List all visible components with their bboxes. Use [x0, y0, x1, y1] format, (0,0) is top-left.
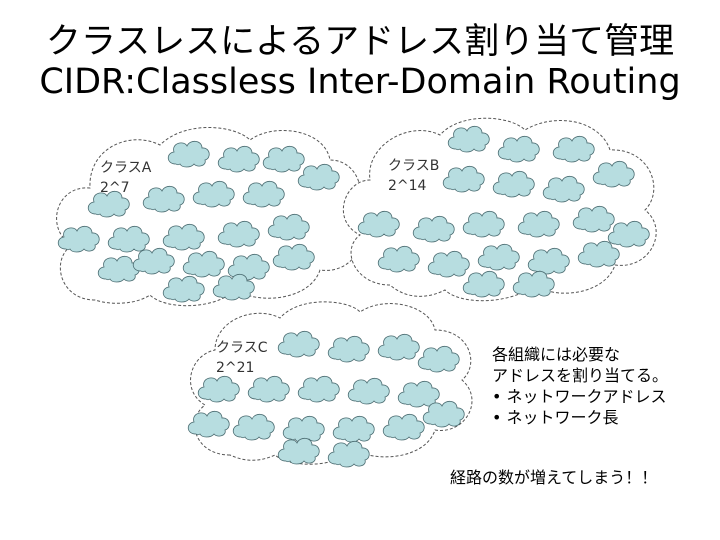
cloud-class-b-label: クラスB 2^14: [388, 156, 439, 196]
title-line-cidr: CIDR:Classless Inter-Domain Routing: [39, 62, 681, 102]
class-a-name: クラスA: [100, 160, 152, 176]
cloud-class-b-outline: [342, 117, 657, 302]
cloud-class-c: [187, 301, 473, 468]
class-c-size: 2^21: [216, 360, 255, 376]
class-c-name: クラスC: [216, 340, 268, 356]
note-bullet-network-address: ネットワークアドレス: [492, 386, 668, 407]
class-b-size: 2^14: [388, 178, 427, 194]
title-line-japanese: クラスレスによるアドレス割り当て管理: [45, 22, 675, 62]
allocation-note: 各組織には必要な アドレスを割り当てる。 ネットワークアドレス ネットワーク長: [492, 344, 668, 428]
note-line-1: 各組織には必要な: [492, 345, 621, 364]
class-b-name: クラスB: [388, 158, 440, 174]
cloud-class-c-label: クラスC 2^21: [216, 338, 268, 378]
cloud-class-a-label: クラスA 2^7: [100, 158, 151, 198]
cloud-class-a: [56, 127, 362, 307]
note-line-2: アドレスを割り当てる。: [492, 366, 669, 385]
note-bullet-network-length: ネットワーク長: [492, 407, 668, 428]
class-a-size: 2^7: [100, 180, 130, 196]
slide-title: クラスレスによるアドレス割り当て管理 CIDR:Classless Inter-…: [0, 22, 720, 102]
routes-increase-warning: 経路の数が増えてしまう！！: [450, 468, 658, 487]
cloud-class-b: [342, 117, 657, 302]
